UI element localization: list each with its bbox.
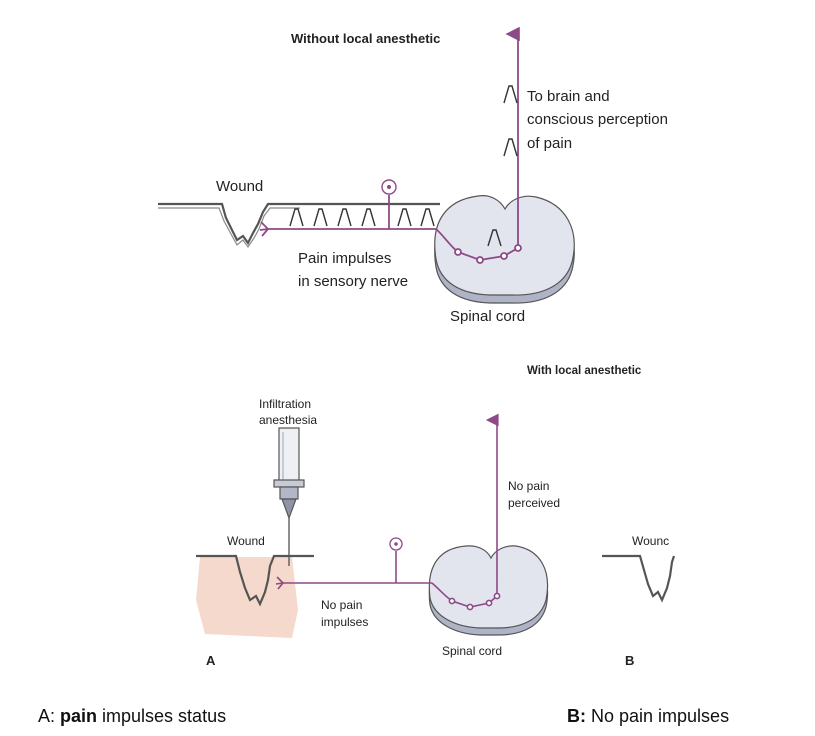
bottom-sensory-nerve (275, 413, 501, 611)
brain-text-line-2: conscious perception (527, 111, 668, 128)
top-brain-text: To brain and conscious perception of pai… (527, 88, 672, 152)
bottom-title: With local anesthetic (527, 365, 642, 377)
caption-a: A: pain impulses status (38, 706, 226, 727)
caption-b-rest: No pain impulses (586, 706, 730, 726)
no-pain-impulses-text: No pain impulses (321, 598, 368, 629)
panel-b-wound-label: Wounc (632, 534, 669, 548)
brain-text-line-3: of pain (527, 135, 572, 152)
impulse-text-line-2: in sensory nerve (298, 273, 408, 290)
anesthetized-tissue (196, 557, 298, 638)
top-impulses (289, 85, 518, 247)
bottom-diagram: With local anesthetic Infiltration anest… (196, 365, 676, 668)
no-pain-perceived-text: No pain perceived (508, 479, 560, 510)
no-pain-perceived-line-2: perceived (508, 496, 560, 510)
bottom-skin (196, 554, 314, 607)
top-skin (158, 202, 440, 249)
syringe-icon (273, 427, 305, 566)
bottom-wound-label: Wound (227, 534, 265, 548)
top-impulse-text: Pain impulses in sensory nerve (298, 250, 408, 290)
top-wound-label: Wound (216, 178, 263, 195)
panel-label-a: A (206, 653, 216, 668)
brain-text-line-1: To brain and (527, 88, 610, 105)
caption-a-bold: pain (60, 706, 98, 726)
top-title: Without local anesthetic (291, 31, 440, 46)
anesthesia-diagram: Without local anesthetic Wound (158, 26, 676, 668)
caption-b: B: No pain impulses (567, 706, 729, 727)
caption-a-rest: impulses status (97, 706, 227, 726)
panel-label-b: B (625, 653, 634, 668)
caption-a-prefix: A: (38, 706, 61, 726)
no-pain-impulses-line-2: impulses (321, 615, 368, 629)
no-pain-impulses-line-1: No pain (321, 598, 362, 612)
syringe-label-line-2: anesthesia (259, 413, 317, 427)
no-pain-perceived-line-1: No pain (508, 479, 549, 493)
top-spinal-label: Spinal cord (450, 308, 525, 325)
top-diagram: Without local anesthetic Wound (158, 26, 672, 325)
bottom-spinal-label: Spinal cord (442, 644, 502, 658)
bottom-spinal-cord (428, 545, 548, 636)
syringe-label: Infiltration anesthesia (259, 397, 317, 427)
syringe-label-line-1: Infiltration (259, 397, 311, 411)
impulse-text-line-1: Pain impulses (298, 250, 391, 267)
top-sensory-nerve (259, 26, 522, 264)
caption-b-prefix: B: (567, 706, 586, 726)
panel-b-skin (602, 554, 676, 603)
